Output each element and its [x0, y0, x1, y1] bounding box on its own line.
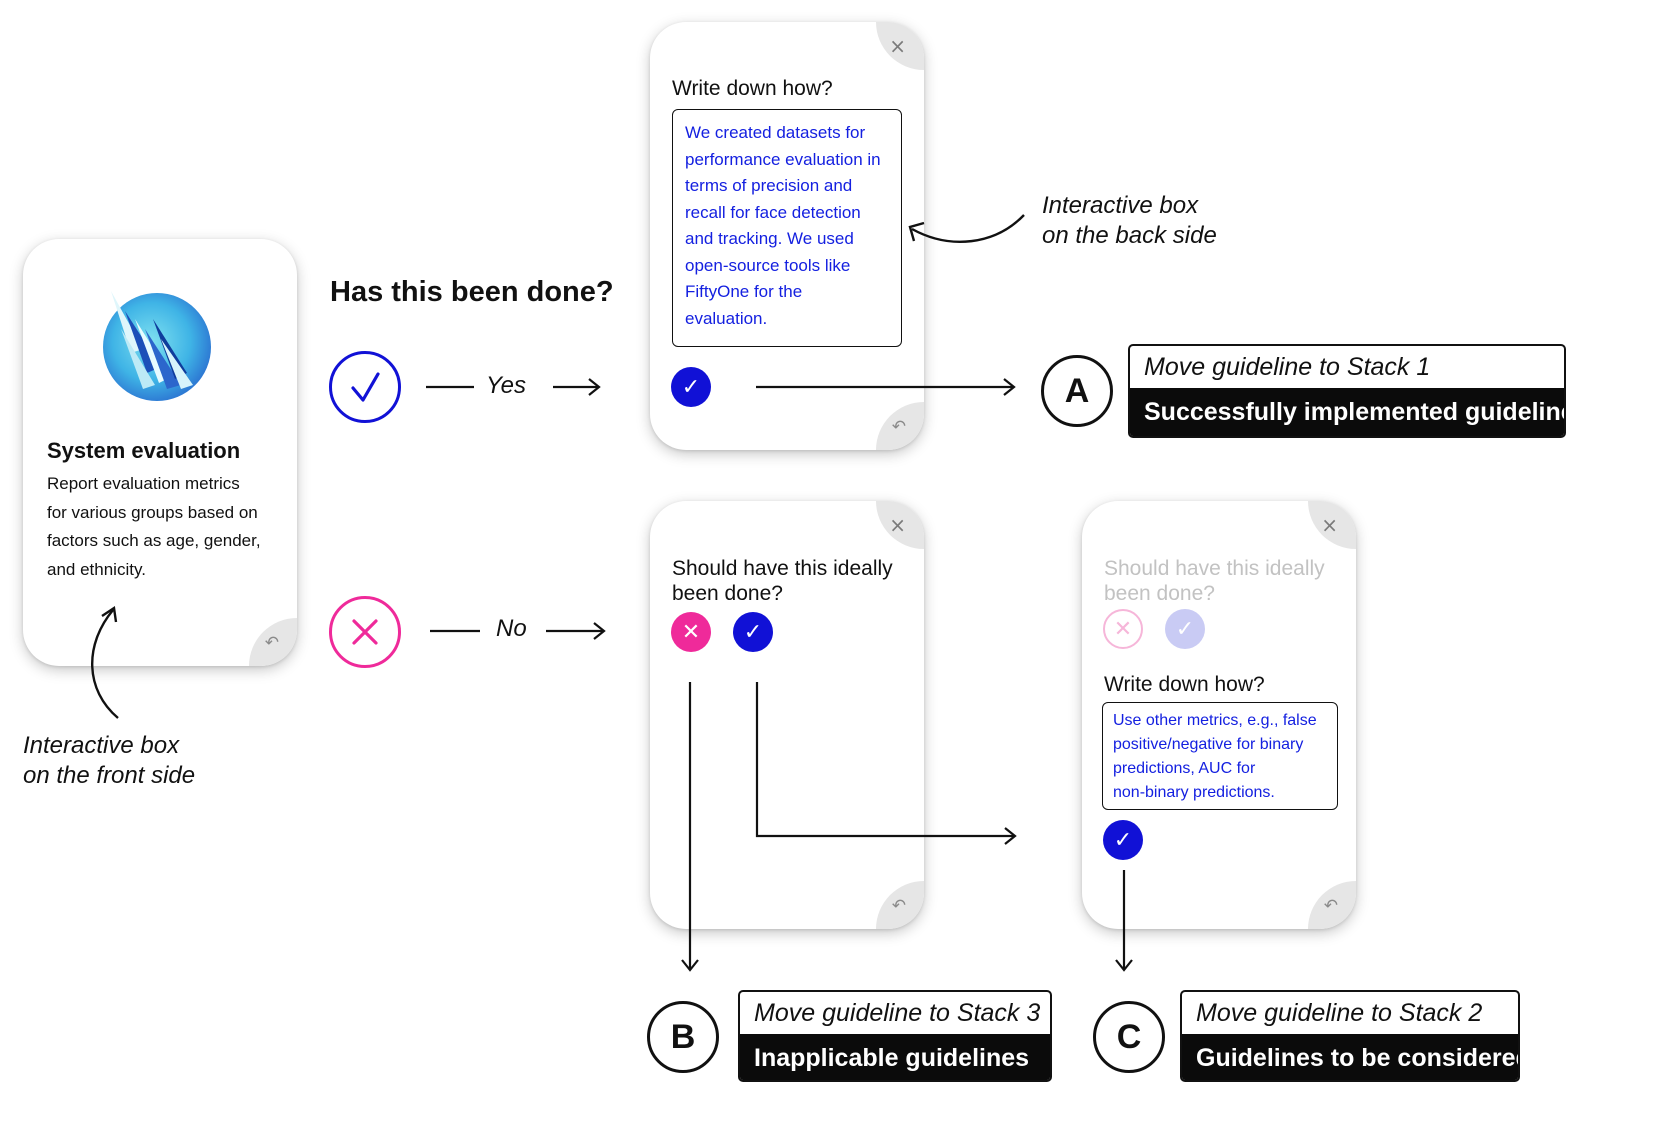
- check-icon-faded: ✓: [1165, 609, 1205, 649]
- stack-1-box: Move guideline to Stack 1 Successfully i…: [1128, 344, 1566, 438]
- no-label: No: [496, 615, 527, 642]
- undo-icon[interactable]: ↶: [891, 896, 906, 916]
- no-back-card[interactable]: × ↶ Should have this ideally been done? …: [650, 501, 924, 929]
- annotation-arrow-front: [91, 605, 119, 719]
- arrow-to-c: [1115, 870, 1133, 972]
- no-cross-icon[interactable]: [329, 596, 401, 668]
- yes-label: Yes: [486, 372, 527, 399]
- outcome-c-badge: C: [1093, 1001, 1165, 1073]
- main-question: Has this been done?: [330, 276, 614, 308]
- confirm-check-icon[interactable]: ✓: [671, 367, 711, 407]
- front-annotation: Interactive box on the front side: [23, 732, 196, 789]
- confirm-check-icon[interactable]: ✓: [1103, 820, 1143, 860]
- move-instruction: Move guideline to Stack 2: [1196, 999, 1483, 1027]
- cross-icon-faded: ✕: [1103, 609, 1143, 649]
- not-applicable-cross-icon[interactable]: ✕: [671, 612, 711, 652]
- close-icon[interactable]: ×: [1321, 513, 1338, 537]
- card-title: System evaluation: [47, 438, 241, 463]
- no-arrow: [546, 622, 606, 640]
- yes-check-icon[interactable]: [329, 351, 401, 423]
- pencils-illustration: [103, 291, 211, 401]
- write-question: Write down how?: [1104, 673, 1265, 696]
- should-be-done-check-icon[interactable]: ✓: [733, 612, 773, 652]
- answer-textbox[interactable]: We created datasets for performance eval…: [672, 109, 902, 347]
- write-question: Write down how?: [672, 77, 833, 100]
- stack-name: Inapplicable guidelines: [740, 1034, 1050, 1080]
- move-instruction: Move guideline to Stack 3: [754, 999, 1041, 1027]
- stack-2-box: Move guideline to Stack 2 Guidelines to …: [1180, 990, 1520, 1082]
- no-line: [430, 629, 480, 633]
- undo-icon[interactable]: ↶: [1323, 896, 1338, 916]
- answer-textbox[interactable]: Use other metrics, e.g., false positive/…: [1102, 702, 1338, 810]
- front-card[interactable]: ↶ System evaluation Report evaluation me…: [23, 239, 297, 666]
- arrow-to-b: [681, 682, 699, 972]
- yes-back-card[interactable]: × ↶ Write down how? We created datasets …: [650, 22, 924, 450]
- back-annotation: Interactive box on the back side: [1042, 192, 1217, 249]
- card-description: Report evaluation metrics for various gr…: [47, 474, 261, 579]
- undo-icon[interactable]: ↶: [891, 417, 906, 437]
- ideal-question-faded: Should have this ideally been done?: [1104, 557, 1325, 605]
- stack-name: Guidelines to be considered: [1182, 1034, 1518, 1080]
- outcome-b-badge: B: [647, 1001, 719, 1073]
- close-icon[interactable]: ×: [889, 34, 906, 58]
- annotation-arrow-back: [908, 214, 1025, 243]
- yes-line: [426, 385, 474, 389]
- close-icon[interactable]: ×: [889, 513, 906, 537]
- followup-back-card[interactable]: × ↶ Should have this ideally been done? …: [1082, 501, 1356, 929]
- stack-name: Successfully implemented guidelines: [1130, 388, 1564, 436]
- undo-icon[interactable]: ↶: [264, 633, 279, 653]
- arrow-to-a: [756, 378, 1016, 396]
- arrow-to-followup: [755, 682, 1017, 845]
- outcome-a-badge: A: [1041, 355, 1113, 427]
- ideal-question: Should have this ideally been done?: [672, 557, 893, 605]
- stack-3-box: Move guideline to Stack 3 Inapplicable g…: [738, 990, 1052, 1082]
- move-instruction: Move guideline to Stack 1: [1144, 353, 1431, 381]
- yes-arrow: [553, 378, 601, 396]
